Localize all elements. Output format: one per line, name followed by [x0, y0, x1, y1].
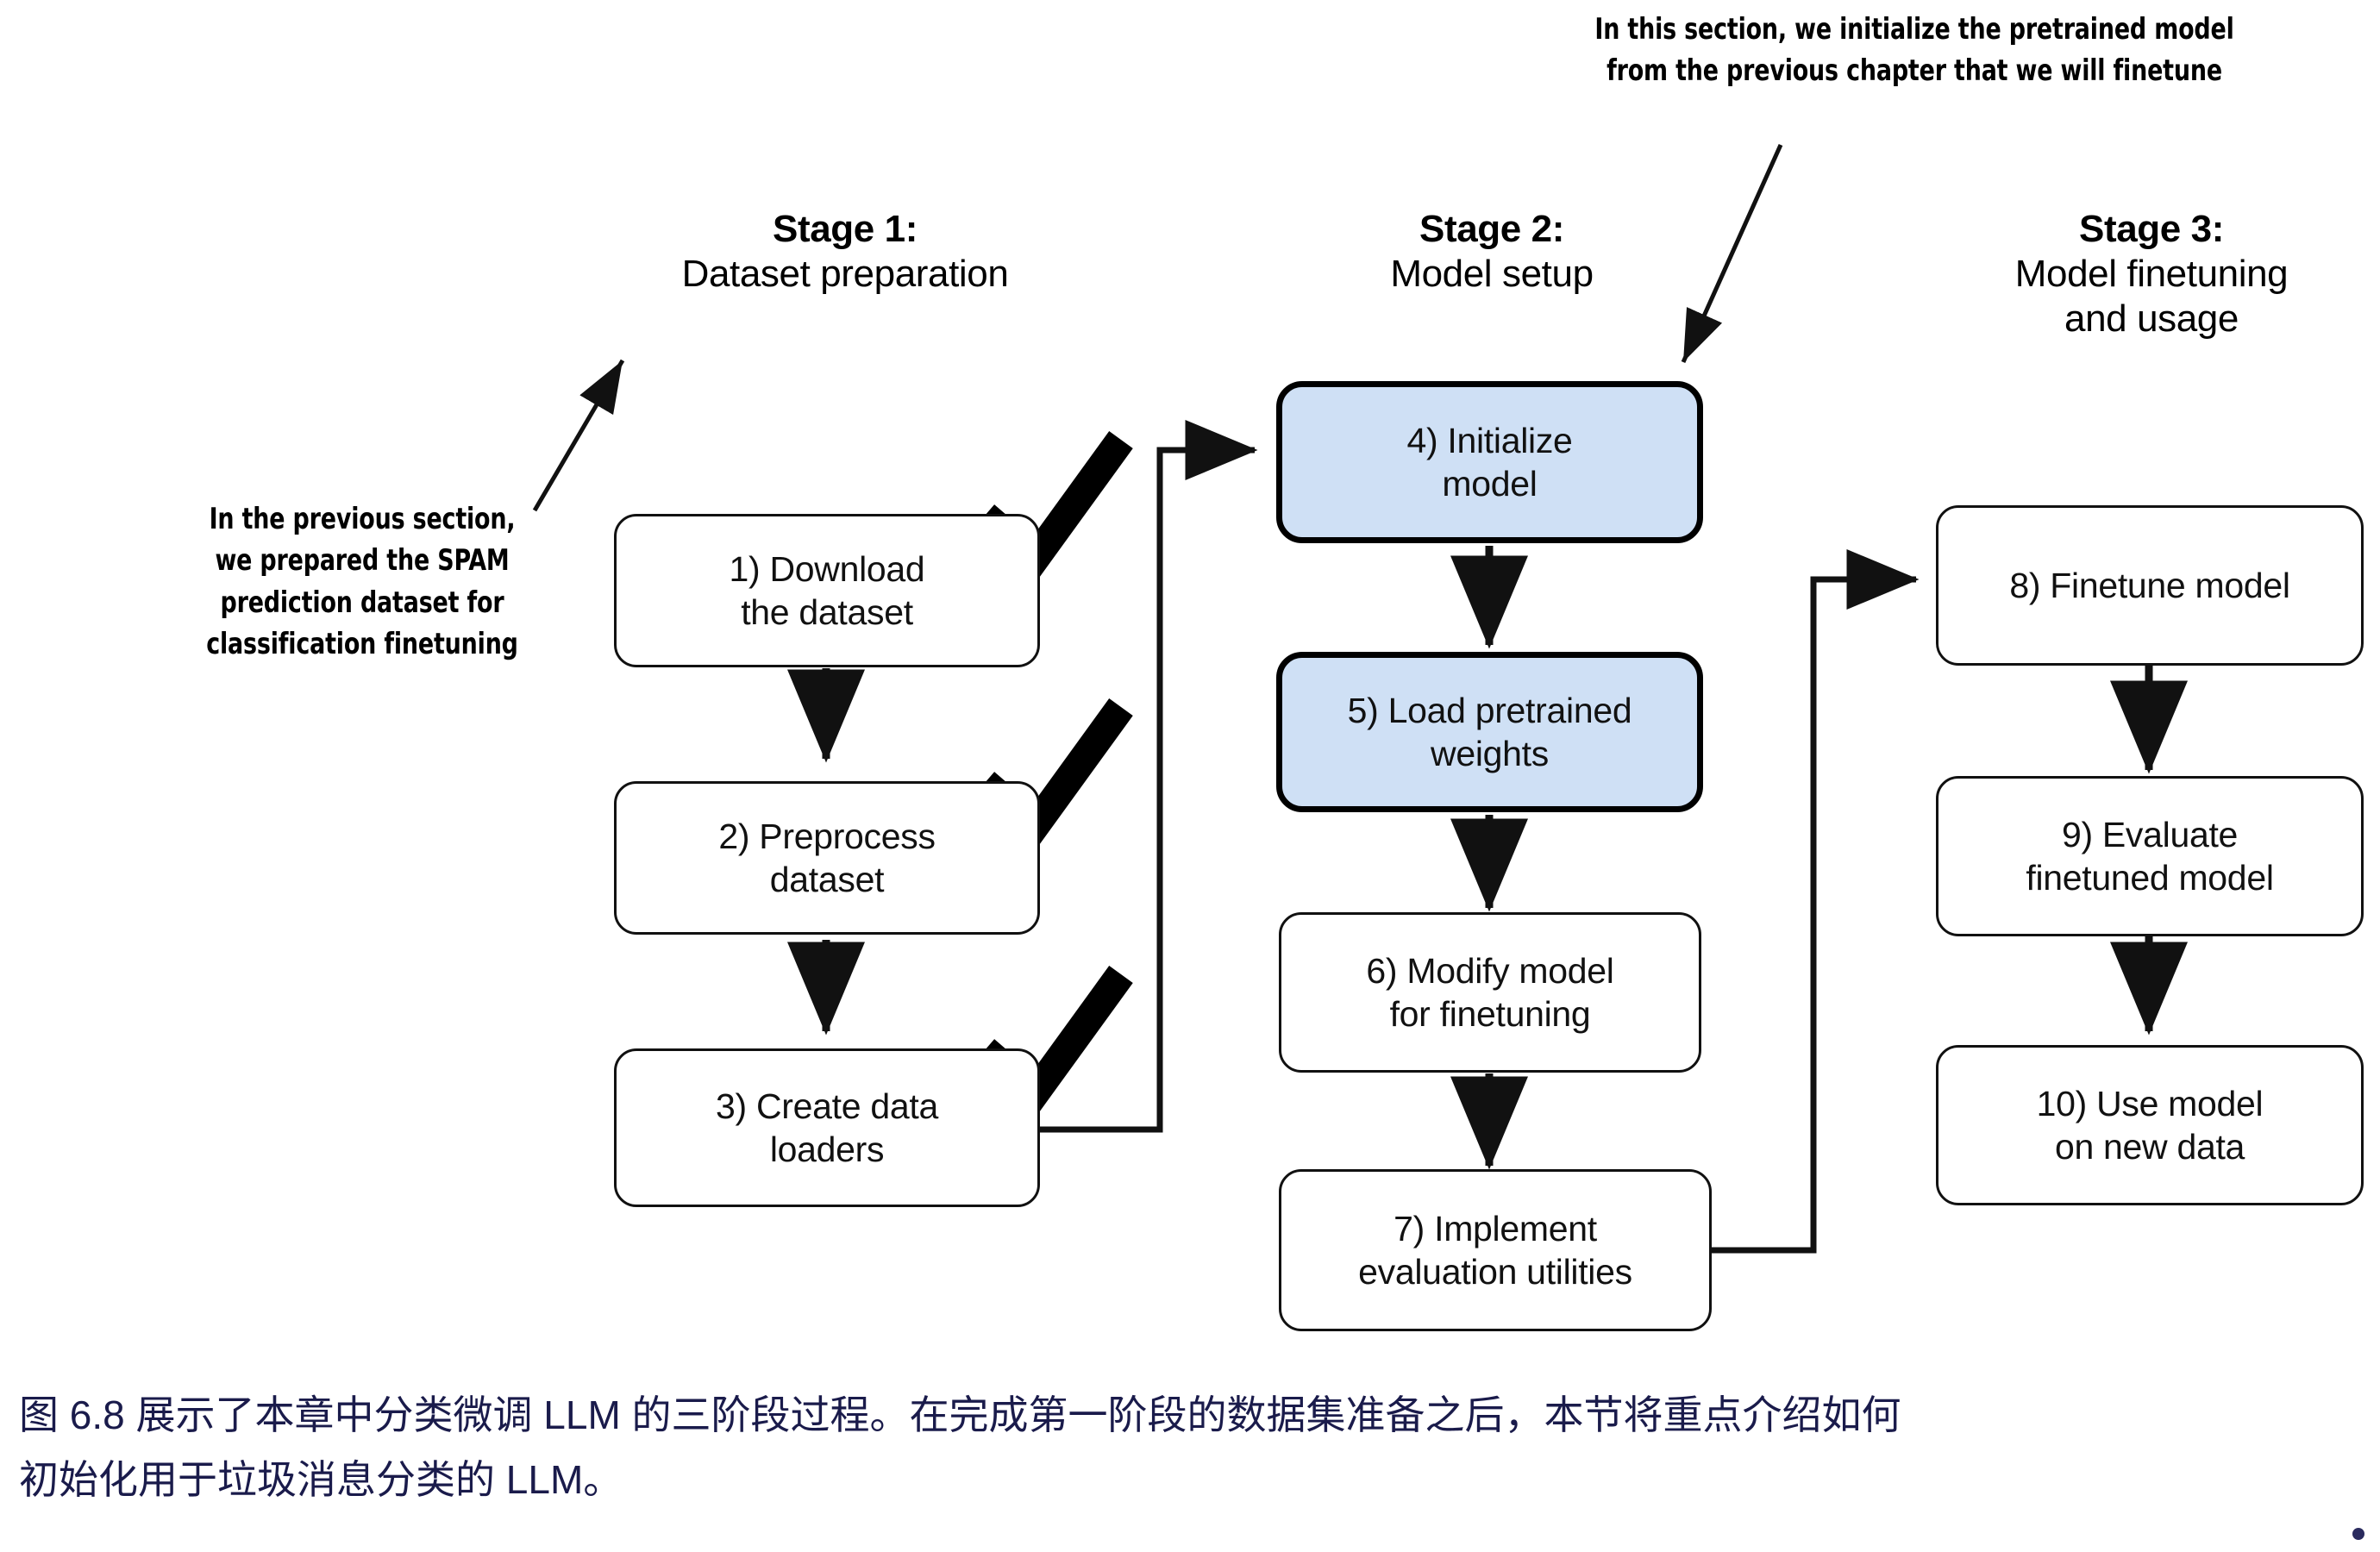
stage-3-subtitle-line2: and usage [2064, 297, 2239, 340]
node-4-line-2: model [1442, 464, 1538, 504]
arrow-node3-to-node4 [1040, 420, 1258, 1133]
node-create-data-loaders[interactable]: 3) Create data loaders [614, 1048, 1040, 1207]
node-evaluate-finetuned-model[interactable]: 9) Evaluate finetuned model [1936, 776, 2364, 936]
node-3-line-2: loaders [769, 1130, 885, 1169]
node-6-line-1: 6) Modify model [1366, 950, 1614, 991]
node-6-line-2: for finetuning [1389, 994, 1591, 1034]
node-9-line-2: finetuned model [2026, 858, 2274, 898]
annotation-left-line-1: In the previous section, [209, 502, 516, 536]
node-9-line-1: 9) Evaluate [2061, 814, 2239, 854]
caption-line-2: 初始化用于垃圾消息分类的 LLM。 [19, 1456, 623, 1502]
node-8-line-1: 8) Finetune model [2009, 565, 2290, 605]
stage-2-subtitle: Model setup [1390, 252, 1594, 295]
flowchart-figure: Stage 1: Dataset preparation Stage 2: Mo… [150, 9, 2380, 1331]
node-5-line-1: 5) Load pretrained [1347, 690, 1632, 730]
pointer-left-annotation [532, 359, 625, 512]
node-initialize-model[interactable]: 4) Initialize model [1276, 381, 1703, 543]
node-4-line-1: 4) Initialize [1406, 420, 1573, 460]
scroll-dot-indicator [2352, 1528, 2364, 1540]
annotation-top-right-line-2: from the previous chapter that we will f… [1606, 53, 2222, 89]
stage-3-subtitle-line1: Model finetuning [2014, 252, 2289, 295]
node-7-line-2: evaluation utilities [1358, 1252, 1632, 1292]
annotation-left-line-3: prediction dataset for [220, 585, 504, 620]
annotation-top-right: In this section, we initialize the pretr… [1505, 9, 2324, 92]
arrow-node7-to-node8 [1712, 549, 1920, 1254]
figure-caption: 图 6.8 展示了本章中分类微调 LLM 的三阶段过程。在完成第一阶段的数据集准… [0, 1371, 2380, 1552]
node-download-dataset[interactable]: 1) Download the dataset [614, 514, 1040, 667]
stage-heading-1: Stage 1: Dataset preparation [604, 207, 1087, 297]
node-finetune-model[interactable]: 8) Finetune model [1936, 505, 2364, 666]
stage-1-subtitle: Dataset preparation [681, 252, 1009, 295]
node-modify-model-for-finetuning[interactable]: 6) Modify model for finetuning [1279, 912, 1701, 1073]
annotation-top-right-line-1: In this section, we initialize the pretr… [1594, 12, 2234, 47]
annotation-left-line-4: classification finetuning [206, 626, 518, 661]
node-2-line-2: dataset [769, 860, 885, 899]
node-1-line-1: 1) Download [729, 548, 925, 589]
caption-line-1: 图 6.8 展示了本章中分类微调 LLM 的三阶段过程。在完成第一阶段的数据集准… [19, 1392, 1901, 1437]
stage-heading-3: Stage 3: Model finetuning and usage [1910, 207, 2380, 341]
node-5-line-2: weights [1431, 734, 1549, 773]
node-2-line-1: 2) Preprocess [718, 816, 936, 856]
stage-2-title: Stage 2: [1419, 208, 1564, 250]
annotation-left: In the previous section, we prepared the… [150, 498, 575, 665]
stage-heading-2: Stage 2: Model setup [1250, 207, 1733, 297]
node-3-line-1: 3) Create data [716, 1086, 938, 1126]
node-10-line-1: 10) Use model [2036, 1083, 2264, 1123]
node-1-line-2: the dataset [741, 592, 913, 632]
node-implement-evaluation-utilities[interactable]: 7) Implement evaluation utilities [1279, 1169, 1712, 1331]
stage-3-title: Stage 3: [2079, 208, 2224, 250]
node-preprocess-dataset[interactable]: 2) Preprocess dataset [614, 781, 1040, 935]
stage-1-title: Stage 1: [773, 208, 918, 250]
node-7-line-1: 7) Implement [1394, 1208, 1597, 1248]
annotation-left-line-2: we prepared the SPAM [215, 543, 510, 579]
node-use-model-on-new-data[interactable]: 10) Use model on new data [1936, 1045, 2364, 1205]
node-10-line-2: on new data [2054, 1127, 2245, 1167]
node-load-pretrained-weights[interactable]: 5) Load pretrained weights [1276, 652, 1703, 812]
